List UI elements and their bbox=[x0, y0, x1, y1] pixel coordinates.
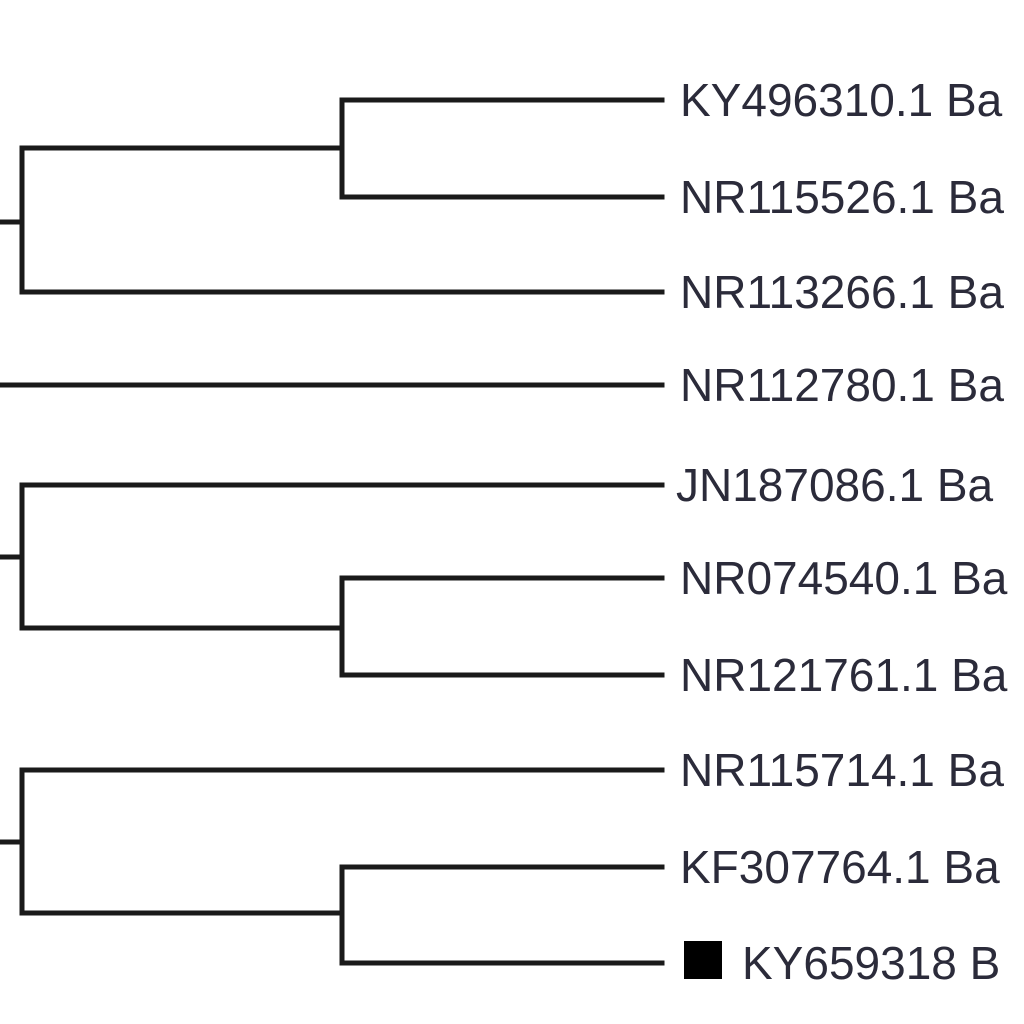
clade-a bbox=[0, 97, 665, 295]
leaf-label-nr121761: NR121761.1 Ba bbox=[680, 649, 1008, 701]
leaf-label-nr074540: NR074540.1 Ba bbox=[680, 552, 1008, 604]
filled-square-icon bbox=[684, 941, 722, 979]
leaf-labels: KY496310.1 Ba NR115526.1 Ba NR113266.1 B… bbox=[676, 74, 1008, 989]
leaf-label-ky659318: KY659318 B bbox=[742, 937, 1000, 989]
leaf-label-ky496310: KY496310.1 Ba bbox=[680, 74, 1003, 126]
leaf-label-nr113266: NR113266.1 Ba bbox=[680, 266, 1004, 318]
leaf-label-nr112780: NR112780.1 Ba bbox=[680, 359, 1004, 411]
leaf-label-nr115526: NR115526.1 Ba bbox=[680, 171, 1004, 223]
clade-c bbox=[0, 767, 665, 966]
leaf-label-nr115714: NR115714.1 Ba bbox=[680, 744, 1004, 796]
clade-b bbox=[0, 482, 665, 678]
leaf-label-kf307764: KF307764.1 Ba bbox=[680, 841, 1000, 893]
leaf-label-jn187086: JN187086.1 Ba bbox=[676, 459, 994, 511]
